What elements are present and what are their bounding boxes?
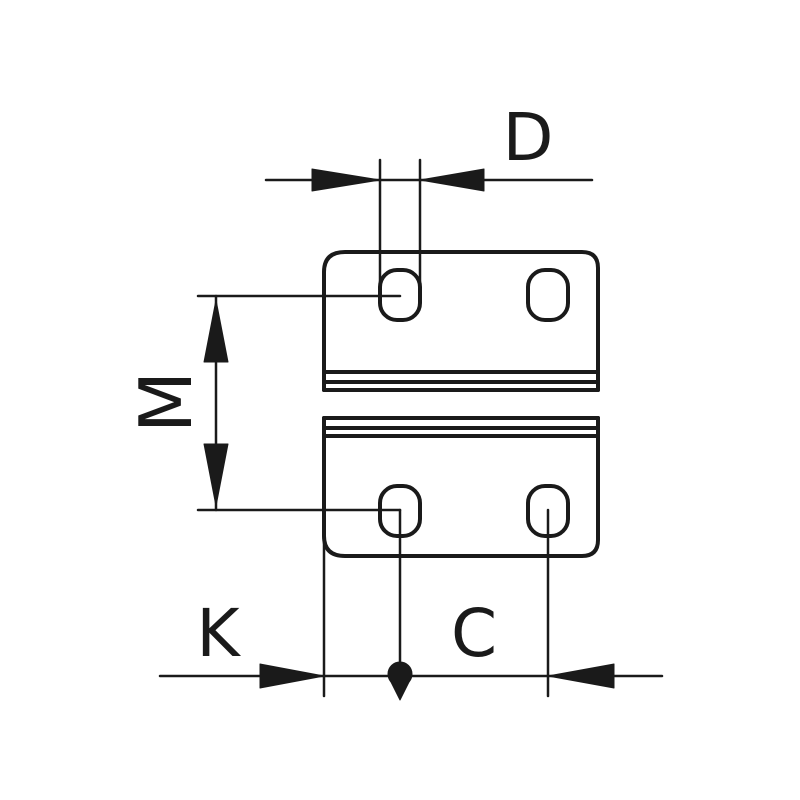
origin-dot-icon <box>387 661 413 687</box>
arrow-up-icon <box>203 299 229 363</box>
hole-upper-right <box>526 268 570 322</box>
label-c: C <box>451 595 497 672</box>
dimension-d: D <box>264 99 594 288</box>
mounting-holes <box>378 268 570 538</box>
arrow-right-icon <box>311 168 381 192</box>
arrow-left-icon <box>547 663 615 689</box>
arrow-right-icon <box>259 663 325 689</box>
dimension-m: M <box>124 294 402 512</box>
lower-hinge-leaf <box>322 416 600 558</box>
label-k: K <box>196 595 241 672</box>
label-m: M <box>124 371 208 433</box>
arrow-down-icon <box>203 443 229 507</box>
upper-hinge-leaf <box>322 250 600 392</box>
dimension-k-c: K C <box>158 508 664 701</box>
label-d: D <box>503 99 554 176</box>
arrow-left-icon <box>419 168 485 192</box>
